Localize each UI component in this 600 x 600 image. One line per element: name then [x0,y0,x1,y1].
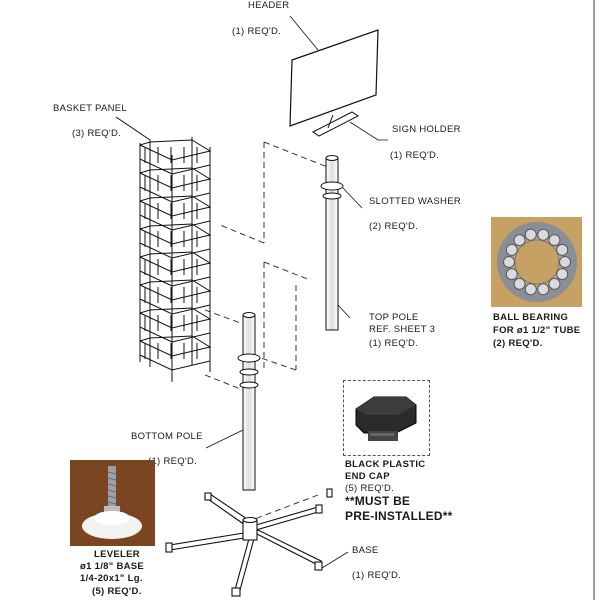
top-pole-qty: (1) REQ'D. [369,338,419,349]
ball-bearing-icon [491,217,582,307]
basket-tier [139,195,212,217]
leveler-qty: (5) REQ'D. [92,586,142,597]
bearing-ball [556,268,569,281]
slotted-washer-qty: (2) REQ'D. [369,221,419,232]
leveler-spec-2: 1/4-20x1" Lg. [80,573,143,584]
base-legs [165,488,333,597]
bearing-ball [524,283,537,296]
ball-bearing-spec: FOR ø1 1/2" TUBE [493,325,581,336]
end-cap-note-2: PRE-INSTALLED** [345,509,453,523]
bearing-ball [505,243,518,256]
ball-bearing-photo [491,217,582,307]
bearing-ball [513,277,526,290]
basket-tier-rail [139,298,211,315]
basket-tier [139,279,212,301]
base-label: BASE [352,545,379,556]
basket-tier [139,223,212,245]
basket-tier-rail [139,186,211,203]
basket-tier [139,335,212,357]
end-cap-label-2: END CAP [345,471,390,482]
basket-panel-qty: (3) REQ'D. [72,128,122,139]
basket-tier [139,307,212,329]
slotted-washer-label: SLOTTED WASHER [369,196,461,207]
header-label: HEADER [248,0,290,11]
bearing-ball [505,268,518,281]
end-cap-icon [355,396,417,441]
base-leader [321,551,349,569]
sign-holder [312,111,388,141]
sign-holder-label: SIGN HOLDER [392,124,461,135]
basket-tier-rail [139,326,211,343]
leveler-icon [70,460,155,546]
end-cap-note-1: **MUST BE [345,494,411,508]
bearing-ball [524,228,537,241]
bearing-ball [548,234,561,247]
bearing-ball [513,234,526,247]
ball-bearing-label: BALL BEARING [493,312,569,323]
assembly-dash-lines [204,141,331,521]
basket-panel [115,116,212,382]
bottom-pole-label: BOTTOM POLE [131,431,203,442]
base-qty: (1) REQ'D. [352,570,402,581]
leveler-photo [70,460,155,546]
basket-tier-rail [139,270,211,287]
end-cap-box [343,380,430,456]
bottom-pole [205,312,261,491]
header-qty: (1) REQ'D. [232,26,282,37]
basket-tier [139,251,212,273]
end-cap-label-1: BLACK PLASTIC [345,459,426,470]
top-pole-label: TOP POLE [369,312,419,323]
bearing-ball [537,283,550,296]
basket-tier-rail [139,158,211,175]
leveler-label: LEVELER [94,549,140,560]
top-pole-ref: REF. SHEET 3 [369,324,436,335]
bottom-pole-qty: (1) REQ'D. [148,456,198,467]
basket-tier [139,167,212,189]
bearing-ball [548,277,561,290]
ball-bearing-qty: (2) REQ'D. [493,338,543,349]
top-pole [320,155,363,331]
header-board [289,15,379,127]
basket-tier-rail [139,354,211,371]
leveler-spec-1: ø1 1/8" BASE [80,561,145,572]
bearing-ball [537,228,550,241]
basket-tier [139,139,212,161]
basket-tier-rail [139,214,211,231]
bearing-ball [503,256,515,268]
basket-tier-rail [139,242,211,259]
basket-panel-label: BASKET PANEL [53,103,128,114]
bearing-ball [556,243,569,256]
end-cap-qty: (5) REQ'D. [345,483,395,494]
sign-holder-qty: (1) REQ'D. [390,150,440,161]
bearing-ball [559,256,571,268]
